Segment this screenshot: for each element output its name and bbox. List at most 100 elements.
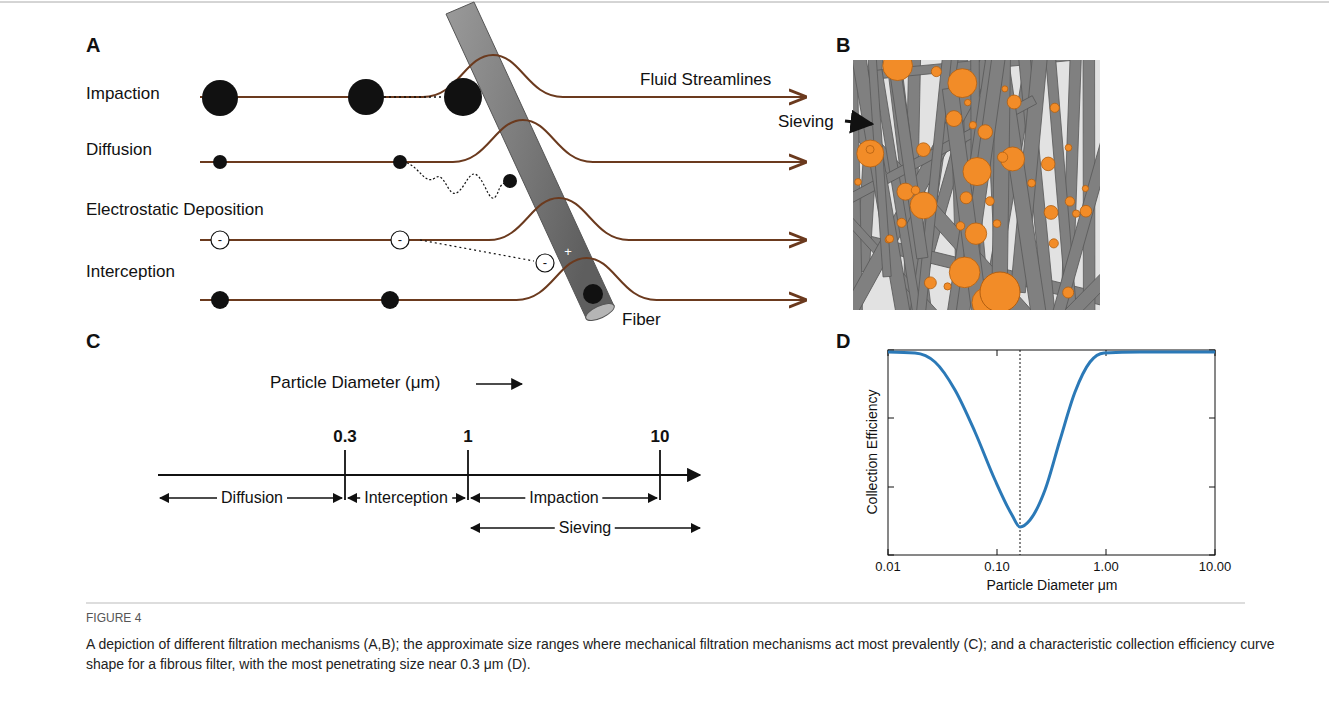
panel-letter: A <box>86 34 100 57</box>
trapped-particle <box>1044 206 1058 220</box>
trapped-particle <box>911 186 919 194</box>
trapped-particle <box>986 197 995 206</box>
particle <box>213 155 227 169</box>
trapped-particle <box>1050 103 1059 112</box>
panel-letter: D <box>836 330 850 353</box>
range-label: Diffusion <box>217 489 287 507</box>
charge-sign: - <box>398 233 402 248</box>
tick-value: 10 <box>651 427 670 447</box>
particle <box>381 291 399 309</box>
trapped-particle <box>963 158 991 186</box>
fiber-end <box>583 300 616 324</box>
pointer-arrow <box>845 121 872 124</box>
streamlines <box>200 55 805 300</box>
mpps-line <box>1020 350 1021 555</box>
charge-sign: - <box>543 256 547 271</box>
trapped-particle <box>1049 239 1058 248</box>
fiber <box>446 2 614 318</box>
panel-letter: C <box>86 330 100 353</box>
trapped-particle <box>1007 95 1021 109</box>
trapped-particle <box>949 257 980 288</box>
tick-value: 0.01 <box>875 560 900 575</box>
range-label: Impaction <box>525 489 602 507</box>
mechanism-name: Sieving <box>778 112 834 132</box>
trapped-particle <box>1002 86 1008 92</box>
particle <box>583 284 603 304</box>
tick-value: 1.00 <box>1093 560 1118 575</box>
figure-number: FIGURE 4 <box>86 612 141 626</box>
mechanism-name: Diffusion <box>86 140 152 160</box>
particle <box>211 291 229 309</box>
trapped-particle <box>1065 197 1074 206</box>
tick-value: 10.00 <box>1199 560 1232 575</box>
trapped-particle <box>1041 157 1055 171</box>
charge-sign: - <box>218 233 222 248</box>
trapped-particle <box>910 192 937 219</box>
trapped-particle <box>924 277 936 289</box>
range-label: Interception <box>360 489 452 507</box>
axis-title: Particle Diameter μm <box>987 577 1118 593</box>
trapped-particle <box>1072 210 1079 217</box>
tick <box>467 450 469 500</box>
trapped-particle <box>1063 287 1074 298</box>
tick-value: 0.3 <box>333 427 357 447</box>
charged-particle <box>211 231 229 249</box>
mechanism-name: Interception <box>86 262 175 282</box>
trapped-particle <box>998 152 1008 162</box>
trapped-particle <box>917 143 931 157</box>
fiber-mesh <box>853 60 1100 310</box>
trapped-particle <box>855 179 862 186</box>
brownian-path <box>407 163 506 198</box>
trapped-particle <box>980 272 1020 310</box>
trapped-particle <box>944 283 951 290</box>
trapped-particle <box>857 140 884 167</box>
plot-ticks <box>888 350 1215 555</box>
charged-particle <box>391 231 409 249</box>
particle <box>503 174 517 188</box>
streamline <box>200 198 805 240</box>
streamline <box>200 258 805 300</box>
range-label: Sieving <box>555 519 615 537</box>
trapped-particle <box>960 192 972 204</box>
trapped-particle <box>1028 179 1036 187</box>
particle <box>393 155 407 169</box>
panel-letter: B <box>836 34 850 57</box>
mechanism-name: Impaction <box>86 84 160 104</box>
particle <box>202 80 238 116</box>
axis-title: Particle Diameter (μm) <box>270 373 440 393</box>
trapped-particle <box>956 222 964 230</box>
trapped-particle <box>964 99 970 105</box>
axis-title: Collection Efficiency <box>864 389 880 514</box>
mesh-fiber <box>1038 60 1100 310</box>
trapped-particle <box>993 220 1001 228</box>
streamline-label: Fluid Streamlines <box>640 70 771 90</box>
figure-caption: A depiction of different filtration mech… <box>86 634 1286 675</box>
streamline <box>200 55 805 97</box>
trapped-particle <box>946 111 962 127</box>
direction-arrow <box>476 383 522 385</box>
trapped-particle <box>897 218 906 227</box>
charge-sign: + <box>564 245 572 260</box>
trapped-particle <box>883 60 913 81</box>
fiber-label: Fiber <box>622 310 661 330</box>
plot-frame <box>888 350 1215 555</box>
tick-value: 1 <box>463 427 472 447</box>
size-axis <box>158 474 700 476</box>
trajectory <box>420 240 534 261</box>
trapped-particle <box>948 69 977 98</box>
particle <box>444 78 482 116</box>
trapped-particle <box>1080 205 1092 217</box>
trapped-particle <box>931 67 941 77</box>
particle <box>348 79 384 115</box>
mechanism-name: Electrostatic Deposition <box>86 200 264 220</box>
top-rule <box>0 2 1329 3</box>
trapped-particle <box>1082 185 1088 191</box>
tick-value: 0.10 <box>984 560 1009 575</box>
streamline <box>200 120 805 162</box>
trapped-particle <box>978 125 993 140</box>
caption-rule <box>86 603 1245 604</box>
trajectory <box>384 96 444 98</box>
